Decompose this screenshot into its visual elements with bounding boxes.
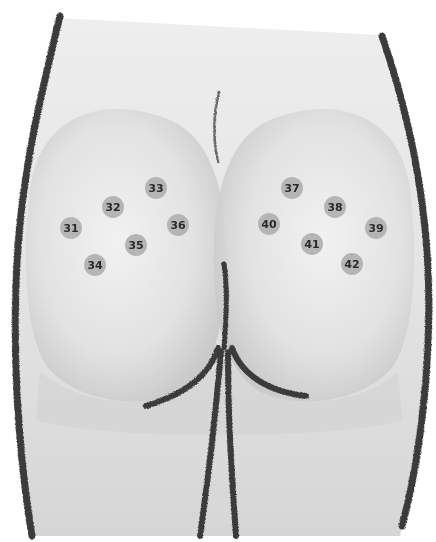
central-cleft-line xyxy=(224,264,226,348)
acupoint-39: 39 xyxy=(365,217,387,239)
left-buttock xyxy=(26,109,226,401)
acupoint-35: 35 xyxy=(125,234,147,256)
acupoint-38: 38 xyxy=(324,196,346,218)
acupoint-31-label: 31 xyxy=(63,222,78,235)
acupoint-42-label: 42 xyxy=(344,258,359,271)
acupoint-40-label: 40 xyxy=(261,218,277,231)
right-buttock xyxy=(214,109,414,401)
acupoint-38-label: 38 xyxy=(327,201,342,214)
acupoint-37-label: 37 xyxy=(284,182,299,195)
acupoint-37: 37 xyxy=(281,177,303,199)
acupoint-40: 40 xyxy=(258,213,280,235)
acupoint-34: 34 xyxy=(84,254,106,276)
acupoint-41: 41 xyxy=(301,233,323,255)
acupoint-32-label: 32 xyxy=(105,201,120,214)
acupoint-33: 33 xyxy=(145,177,167,199)
acupoint-31: 31 xyxy=(60,217,82,239)
acupoint-36: 36 xyxy=(167,214,189,236)
acupoint-39-label: 39 xyxy=(368,222,383,235)
acupoint-42: 42 xyxy=(341,253,363,275)
acupoint-35-label: 35 xyxy=(128,239,143,252)
acupoint-36-label: 36 xyxy=(170,219,186,232)
acupoint-32: 32 xyxy=(102,196,124,218)
acupoint-33-label: 33 xyxy=(148,182,163,195)
acupoint-34-label: 34 xyxy=(87,259,103,272)
acupoint-41-label: 41 xyxy=(304,238,319,251)
